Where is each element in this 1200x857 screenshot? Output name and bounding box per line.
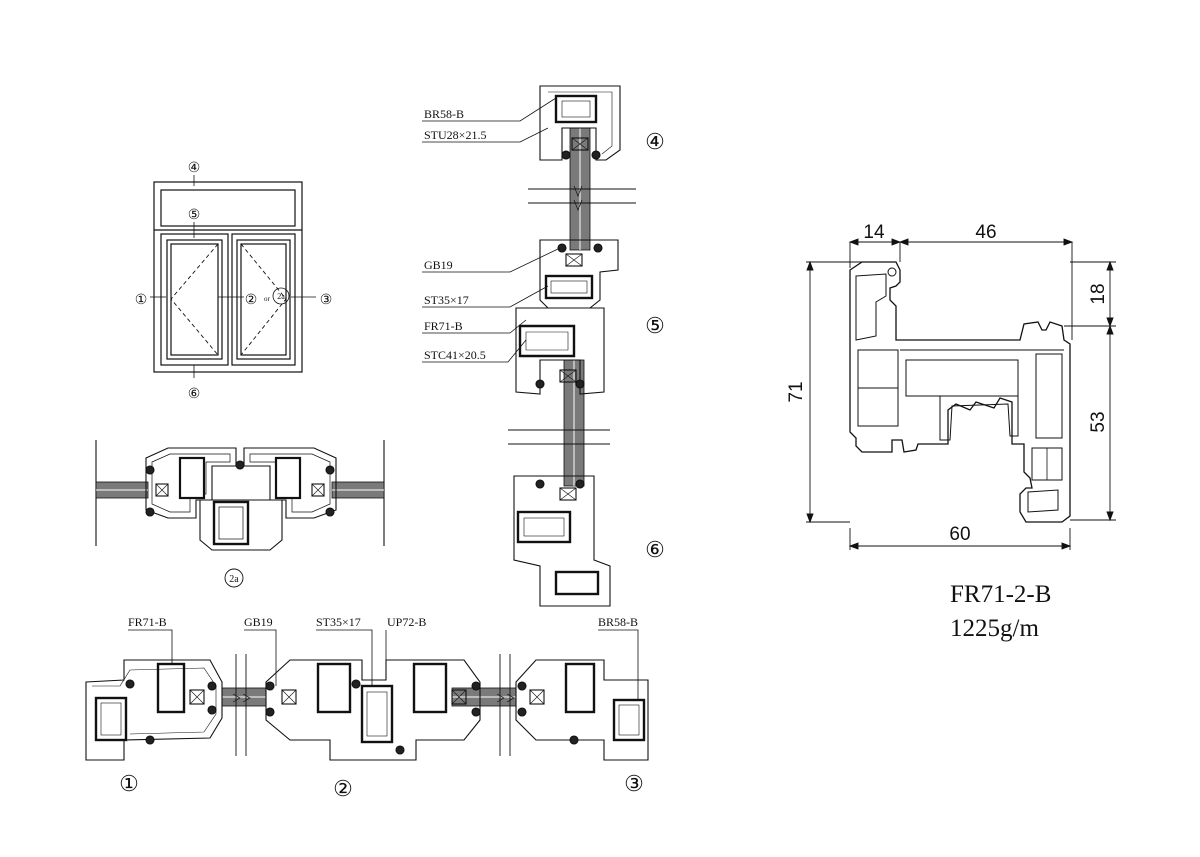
marker-1: ①	[135, 293, 148, 308]
hlabel-st35: ST35×17	[316, 615, 361, 629]
label-stu28: STU28×21.5	[424, 128, 486, 142]
hlabel-br58-b: BR58-B	[598, 615, 638, 629]
label-st35: ST35×17	[424, 293, 469, 307]
label-fr71-b: FR71-B	[424, 319, 463, 333]
profile-dimension-values: 14 46 18 71 53 60	[786, 222, 1109, 545]
horizontal-section-labels: FR71-B GB19 ST35×17 UP72-B BR58-B ① ② ③	[119, 615, 644, 801]
elevation-markers: ④ ⑤ ① ② or 2a ③ ⑥	[135, 161, 333, 402]
marker-3: ③	[320, 293, 333, 308]
profile-dimensions	[806, 238, 1116, 550]
hlabel-fr71-b: FR71-B	[128, 615, 167, 629]
left-sash	[160, 233, 229, 366]
label-stc41: STC41×20.5	[424, 348, 486, 362]
marker-2: ②	[245, 293, 258, 308]
vertical-marker-6: ⑥	[645, 537, 665, 562]
right-sash	[231, 233, 296, 366]
detail-2a-caption: 2a	[224, 568, 244, 588]
frame-reinforcement-left	[94, 696, 128, 742]
dim-14: 14	[863, 222, 885, 243]
dim-60: 60	[949, 524, 970, 545]
marker-2a: 2a	[277, 292, 285, 301]
dim-53: 53	[1088, 411, 1109, 432]
caption-2a: 2a	[229, 574, 239, 585]
detail-2a-section	[95, 440, 385, 551]
st35-reinforcement	[544, 274, 594, 300]
profile-title-block: FR71-2-B 1225g/m	[950, 578, 1051, 646]
hmarker-2: ②	[333, 776, 353, 801]
marker-or: or	[264, 295, 271, 303]
marker-5: ⑤	[188, 208, 201, 223]
label-gb19: GB19	[424, 258, 453, 272]
hlabel-up72-b: UP72-B	[387, 615, 426, 629]
vertical-section	[422, 85, 636, 607]
marker-4: ④	[188, 161, 201, 176]
transom-glass	[160, 189, 296, 227]
label-br58-b: BR58-B	[424, 107, 464, 121]
outer-frame	[153, 181, 303, 373]
profile-name: FR71-2-B	[950, 581, 1052, 608]
dim-18: 18	[1088, 283, 1109, 304]
br58-reinforcement	[554, 94, 598, 124]
marker-6: ⑥	[188, 387, 201, 402]
left-opening-indicator	[170, 243, 219, 356]
hmarker-3: ③	[624, 771, 644, 796]
hmarker-1: ①	[119, 771, 139, 796]
br58-bottom	[554, 570, 600, 596]
dim-46: 46	[975, 222, 996, 243]
mullion-reinforcement	[360, 684, 394, 744]
profile-drawing	[849, 261, 1071, 523]
hlabel-gb19: GB19	[244, 615, 273, 629]
frame-reinforcement-right	[612, 698, 646, 742]
dim-71: 71	[786, 381, 807, 402]
profile-weight: 1225g/m	[950, 615, 1039, 642]
vertical-marker-5: ⑤	[645, 313, 665, 338]
right-opening-indicator	[240, 243, 287, 356]
window-elevation	[150, 175, 316, 378]
vertical-marker-4: ④	[645, 129, 665, 154]
horizontal-section	[85, 629, 649, 761]
vertical-section-labels: BR58-B STU28×21.5 GB19 ST35×17 FR71-B ST…	[424, 107, 665, 562]
